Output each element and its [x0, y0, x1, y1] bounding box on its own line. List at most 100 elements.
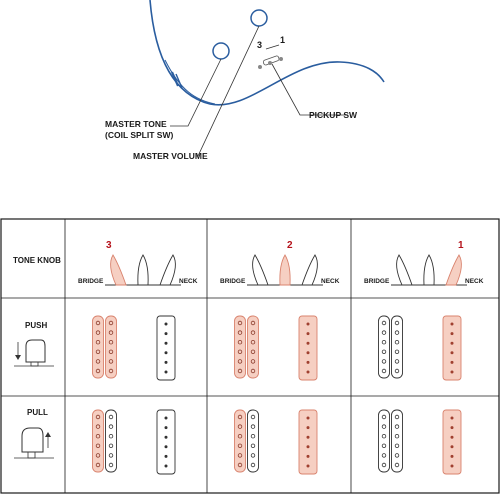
humbucker-coil-a-pull-pole [381, 414, 387, 420]
single-coil-push-pole [450, 322, 454, 326]
master-tone-label: MASTER TONE [105, 119, 167, 129]
humbucker-coil-b-pull-pole [250, 434, 256, 439]
master-volume-knob [250, 9, 268, 27]
humbucker-coil-b-push-pole [108, 320, 114, 326]
humbucker-coil-b-pull-pole [108, 414, 114, 420]
single-coil-push-pole [164, 341, 168, 345]
single-coil-pull-pole [164, 416, 168, 420]
single-coil-pull-pole [306, 454, 310, 458]
humbucker-coil-a-pull-pole [381, 434, 387, 439]
single-coil-push-pole [306, 332, 310, 336]
master-tone-sub-label: (COIL SPLIT SW) [105, 130, 173, 140]
humbucker-coil-a-pull-pole [95, 414, 101, 420]
switch-lever-middle [137, 254, 149, 286]
switch-lever-neck [445, 254, 462, 286]
humbucker-coil-a-push [234, 315, 246, 379]
master-tone-knob [212, 42, 230, 60]
humbucker-coil-a-push-pole [95, 330, 101, 335]
humbucker-coil-b-pull-pole [108, 434, 114, 439]
single-coil-pull-pole [306, 426, 310, 430]
humbucker-coil-b-push-pole [108, 368, 114, 374]
switch-position-number: 1 [458, 240, 464, 251]
single-coil-push-pole [306, 322, 310, 326]
humbucker-coil-b-push-pole [250, 359, 256, 364]
switch-lever-neck [301, 254, 318, 286]
tone-table [0, 218, 500, 494]
humbucker-coil-a-push-pole [237, 320, 243, 326]
humbucker-coil-b-push [105, 315, 117, 379]
humbucker-coil-b-push-pole [394, 330, 400, 335]
single-coil-pull-pole [306, 464, 310, 468]
single-coil-push-pole [164, 322, 168, 326]
pickup-sw-label: PICKUP SW [309, 110, 358, 120]
humbucker-coil-a-pull-pole [381, 462, 387, 468]
humbucker-coil-a-pull-pole [95, 424, 101, 429]
single-coil-push-pole [164, 351, 168, 355]
single-coil-push-pole [164, 370, 168, 374]
single-coil-push-pole [450, 332, 454, 336]
humbucker-coil-a-pull-pole [95, 443, 101, 448]
single-coil-push [442, 315, 462, 381]
humbucker-coil-a-pull-pole [237, 443, 243, 448]
humbucker-coil-b-pull-pole [394, 424, 400, 429]
single-coil-pull-pole [306, 435, 310, 439]
single-coil-pull-pole [450, 435, 454, 439]
humbucker-coil-b-push-pole [108, 330, 114, 335]
humbucker-coil-b-pull-pole [108, 462, 114, 468]
humbucker-coil-a-push-pole [237, 330, 243, 335]
single-coil-pull-pole [164, 454, 168, 458]
single-coil-pull [298, 409, 318, 475]
single-coil-pull-pole [306, 445, 310, 449]
bridge-label: BRIDGE [220, 278, 246, 285]
single-coil-pull-pole [450, 445, 454, 449]
humbucker-coil-b-pull-pole [250, 424, 256, 429]
single-coil-pull-pole [164, 445, 168, 449]
humbucker-coil-b-push-pole [250, 340, 256, 345]
single-coil-pull-pole [450, 416, 454, 420]
single-coil-push [156, 315, 176, 381]
guitar-body-outline [149, 0, 385, 106]
humbucker-coil-a-pull-pole [237, 453, 243, 458]
bridge-label: BRIDGE [78, 278, 104, 285]
switch-lever-middle [279, 254, 291, 286]
humbucker-coil-a-push-pole [95, 359, 101, 364]
single-coil-pull [156, 409, 176, 475]
humbucker-coil-b-pull [247, 409, 259, 473]
humbucker-coil-a-push-pole [95, 320, 101, 326]
neck-label: NECK [179, 278, 198, 285]
neck-label: NECK [465, 278, 484, 285]
humbucker-coil-a-push [378, 315, 390, 379]
humbucker-coil-b-pull-pole [394, 414, 400, 420]
master-volume-leader [196, 25, 260, 157]
humbucker-coil-b-pull-pole [394, 434, 400, 439]
humbucker-coil-b-push-pole [394, 359, 400, 364]
humbucker-coil-b-push [391, 315, 403, 379]
humbucker-coil-a-pull-pole [95, 434, 101, 439]
humbucker-coil-b-push-pole [394, 368, 400, 374]
humbucker-coil-a-push-pole [95, 368, 101, 374]
switch-pos-1-label: 1 [280, 35, 285, 45]
humbucker-coil-b-pull [105, 409, 117, 473]
humbucker-coil-b-push-pole [250, 349, 256, 354]
pickup-switch: 3 1 [257, 35, 285, 69]
single-coil-push-pole [450, 341, 454, 345]
humbucker-coil-a-pull-pole [95, 462, 101, 468]
single-coil-pull-pole [164, 435, 168, 439]
humbucker-coil-a-push-pole [95, 340, 101, 345]
humbucker-coil-a-push-pole [237, 368, 243, 374]
humbucker-coil-a-push-pole [237, 340, 243, 345]
humbucker-coil-b-push-pole [394, 349, 400, 354]
humbucker-coil-b-pull-pole [394, 443, 400, 448]
humbucker-coil-a-push-pole [381, 359, 387, 364]
single-coil-pull [442, 409, 462, 475]
single-coil-push-pole [450, 351, 454, 355]
humbucker-coil-b-pull-pole [394, 462, 400, 468]
humbucker-coil-a-pull [234, 409, 246, 473]
single-coil-push-pole [306, 351, 310, 355]
neck-label: NECK [321, 278, 340, 285]
humbucker-coil-a-pull-pole [237, 434, 243, 439]
single-coil-push [298, 315, 318, 381]
humbucker-coil-b-push-pole [394, 320, 400, 326]
